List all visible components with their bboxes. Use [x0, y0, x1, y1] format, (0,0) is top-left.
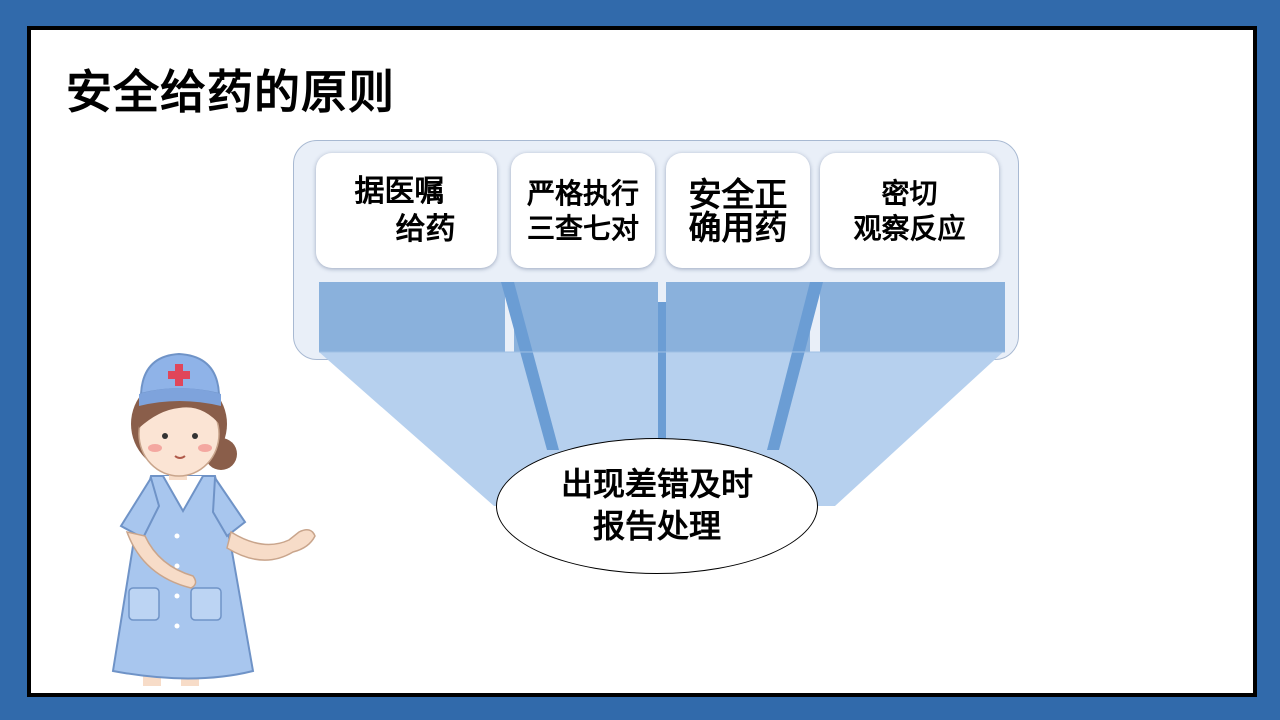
- nurse-illustration: [111, 352, 316, 686]
- slide-title: 安全给药的原则: [66, 65, 395, 119]
- funnel-graphic: [319, 282, 1005, 506]
- result-line1: 出现差错及时: [560, 465, 753, 504]
- separator-1: [501, 282, 559, 450]
- band-3: [666, 282, 810, 352]
- principle-2-line1: 严格执行: [526, 176, 639, 210]
- band-2: [514, 282, 658, 352]
- principle-3-line1: 安全正: [688, 174, 788, 214]
- result-ellipse: 出现差错及时 报告处理: [496, 438, 818, 574]
- principle-1-line2: 给药: [395, 211, 456, 247]
- separator-3: [767, 282, 823, 450]
- principle-card-1: 据医嘱 给药: [316, 153, 497, 268]
- principle-card-2: 严格执行 三查七对: [511, 153, 655, 268]
- result-line2: 报告处理: [592, 507, 721, 545]
- principle-2-line2: 三查七对: [526, 211, 639, 245]
- principle-1-line1: 据医嘱: [354, 174, 445, 209]
- principle-4-line2: 观察反应: [853, 211, 966, 245]
- slide: 安全给药的原则 据医嘱 给药 严格执行 三查七对 安全正 确用药: [27, 26, 1257, 697]
- principle-card-3: 安全正 确用药: [666, 153, 810, 268]
- band-1: [319, 282, 505, 352]
- principle-card-4: 密切 观察反应: [820, 153, 999, 268]
- band-4: [820, 282, 1005, 352]
- principle-4-line1: 密切: [881, 176, 938, 210]
- principle-3-line2: 确用药: [688, 207, 788, 247]
- separator-2: [658, 302, 666, 442]
